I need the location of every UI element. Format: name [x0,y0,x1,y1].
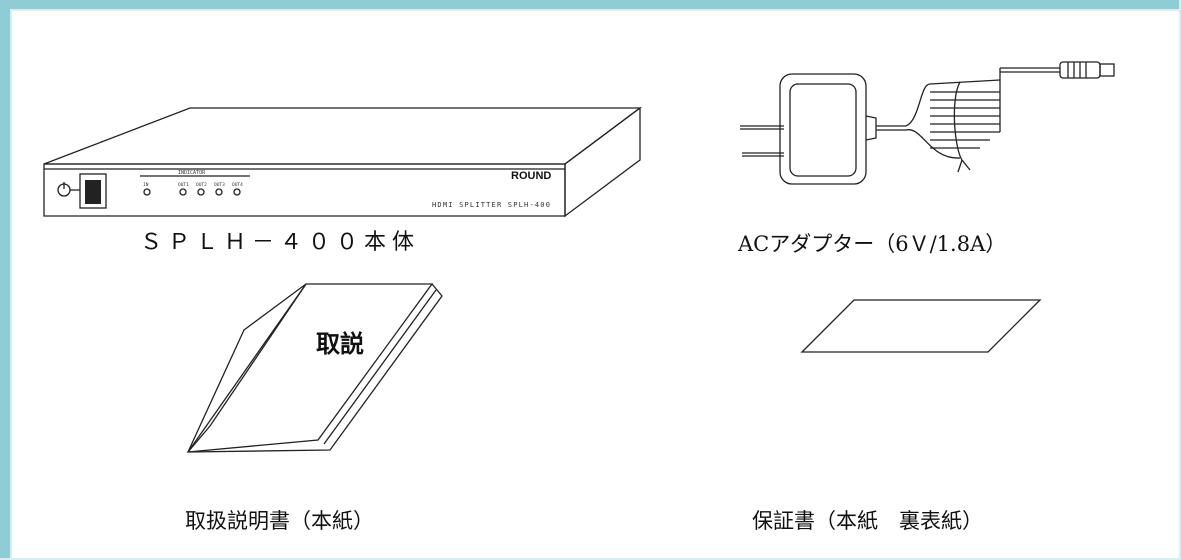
caption-ac-adapter: ACアダプター（6Ｖ/1.8A） [738,232,1007,256]
splitter-device-icon: INDICATOR IN OUT1 OUT2 OUT3 OUT4 ROUND H… [43,106,642,218]
led-out1 [179,188,187,196]
led-label-out1: OUT1 [178,182,189,188]
frame-right-border [1179,0,1181,560]
indicator-label: INDICATOR [178,170,206,176]
led-label-in: IN [143,182,149,188]
led-label-out3: OUT3 [214,182,225,188]
caption-splitter-unit: ＳＰＬＨ－４００本体 [140,230,421,255]
frame-top-inner-border [10,9,1181,11]
caption-warranty: 保証書（本紙 裏表紙） [752,509,983,533]
led-in [143,188,151,196]
manual-booklet-icon: 取説 [186,283,443,453]
led-label-out2: OUT2 [196,182,207,188]
frame-top-border [0,0,1181,9]
frame-left-inner-border [10,9,12,560]
led-label-out4: OUT4 [232,182,243,188]
model-label: HDMI SPLITTER SPLH-400 [432,201,551,209]
frame-bottom-border [0,558,1181,560]
frame-left-border [0,0,10,560]
manual-cover-text: 取説 [316,329,364,358]
caption-manual: 取扱説明書（本紙） [185,509,374,533]
led-out4 [233,188,241,196]
warranty-card-icon [800,299,1042,353]
brand-logo: ROUND [511,170,551,182]
ac-adapter-icon [740,61,1115,185]
led-out3 [215,188,223,196]
led-out2 [197,188,205,196]
